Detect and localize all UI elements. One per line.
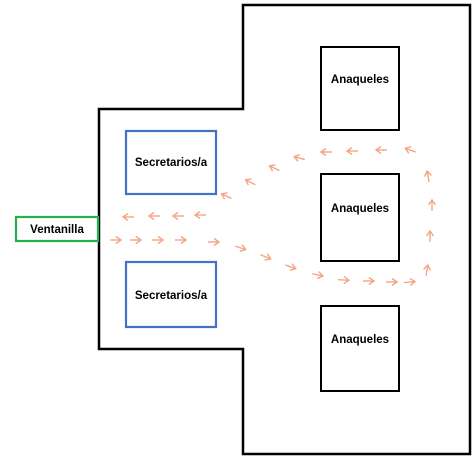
shelf-rect-top	[320, 46, 400, 131]
flow-arrow	[292, 153, 305, 162]
arrow-head	[157, 235, 165, 245]
secretary-box-bottom: Secretarios/a	[124, 260, 218, 329]
arrow-shaft	[337, 278, 349, 281]
flow-arrow	[260, 253, 272, 261]
secretary-label-bottom: Secretarios/a	[135, 290, 208, 302]
arrow-shaft	[425, 265, 429, 277]
shelf-box-top: Anaqueles	[320, 46, 400, 131]
secretary-rect-bottom	[124, 260, 218, 329]
flow-arrow	[171, 211, 184, 221]
flow-arrow	[147, 211, 160, 221]
arrow-head	[425, 229, 435, 237]
flow-arrow	[130, 235, 143, 245]
arrow-head	[220, 192, 228, 200]
flow-arrow	[319, 147, 332, 157]
arrow-head	[427, 198, 437, 206]
arrow-head	[115, 235, 123, 245]
flow-path-arrows	[110, 145, 437, 287]
arrow-shaft	[406, 147, 416, 153]
shelf-box-middle: Anaqueles	[320, 173, 400, 262]
arrow-shaft	[235, 245, 246, 250]
arrow-head	[135, 235, 143, 245]
arrow-head	[423, 169, 432, 177]
flow-arrow	[193, 210, 206, 220]
arrow-head	[391, 277, 399, 287]
arrow-head	[193, 210, 201, 220]
arrow-head	[213, 237, 221, 247]
flow-arrow	[311, 271, 325, 280]
flow-arrow	[175, 235, 188, 245]
building-outline	[97, 3, 472, 456]
flow-arrow	[386, 277, 399, 287]
arrow-shaft	[426, 171, 430, 183]
flow-arrow	[152, 235, 165, 245]
shelf-label-bottom: Anaqueles	[331, 334, 389, 346]
flow-arrow	[423, 263, 432, 277]
window-box: Ventanilla	[14, 215, 100, 243]
arrow-head	[343, 275, 351, 285]
arrow-head	[147, 211, 155, 221]
arrow-head	[171, 211, 179, 221]
arrow-shaft	[403, 280, 415, 284]
arrow-head	[289, 263, 297, 271]
flow-arrow	[427, 198, 437, 211]
flow-arrow	[110, 235, 123, 245]
window-label: Ventanilla	[30, 224, 84, 236]
arrow-head	[316, 271, 325, 280]
flow-arrow	[208, 237, 221, 247]
flow-arrow	[425, 229, 435, 242]
flow-arrow	[235, 244, 247, 252]
arrow-shaft	[260, 254, 270, 260]
flow-arrow	[345, 146, 358, 156]
flow-arrow	[121, 212, 134, 222]
flow-arrow	[220, 192, 232, 200]
flow-arrow	[268, 164, 280, 172]
arrow-head	[268, 164, 276, 172]
shelf-label-middle: Anaqueles	[331, 203, 389, 215]
shelf-rect-bottom	[320, 305, 400, 392]
arrow-head	[368, 276, 376, 286]
secretary-box-top: Secretarios/a	[124, 129, 218, 196]
arrow-shaft	[246, 179, 256, 186]
flow-arrow	[363, 276, 376, 286]
flow-arrow	[404, 146, 416, 154]
shelf-box-bottom: Anaqueles	[320, 305, 400, 392]
arrow-head	[374, 145, 382, 155]
arrow-shaft	[294, 156, 305, 161]
arrow-head	[244, 178, 252, 186]
window-rect	[14, 215, 100, 243]
arrow-head	[292, 153, 301, 162]
flow-arrow	[337, 275, 351, 285]
flow-arrow	[285, 263, 297, 271]
arrow-shaft	[270, 165, 280, 172]
arrow-shaft	[285, 264, 295, 270]
shelf-rect-middle	[320, 173, 400, 262]
flow-arrow	[244, 178, 256, 186]
arrow-head	[409, 277, 417, 287]
arrow-head	[121, 212, 129, 222]
arrow-shaft	[311, 273, 323, 277]
arrow-shaft	[222, 193, 232, 200]
shelf-label-top: Anaqueles	[331, 74, 389, 86]
flow-arrow	[423, 169, 432, 183]
arrow-head	[404, 146, 412, 154]
arrow-head	[264, 253, 272, 261]
arrow-head	[180, 235, 188, 245]
arrow-head	[345, 146, 353, 156]
secretary-label-top: Secretarios/a	[135, 157, 208, 169]
arrow-head	[239, 244, 247, 252]
arrow-head	[319, 147, 327, 157]
flow-arrow	[403, 277, 417, 287]
arrow-head	[423, 263, 432, 271]
secretary-rect-top	[124, 129, 218, 196]
flow-arrow	[374, 145, 387, 155]
